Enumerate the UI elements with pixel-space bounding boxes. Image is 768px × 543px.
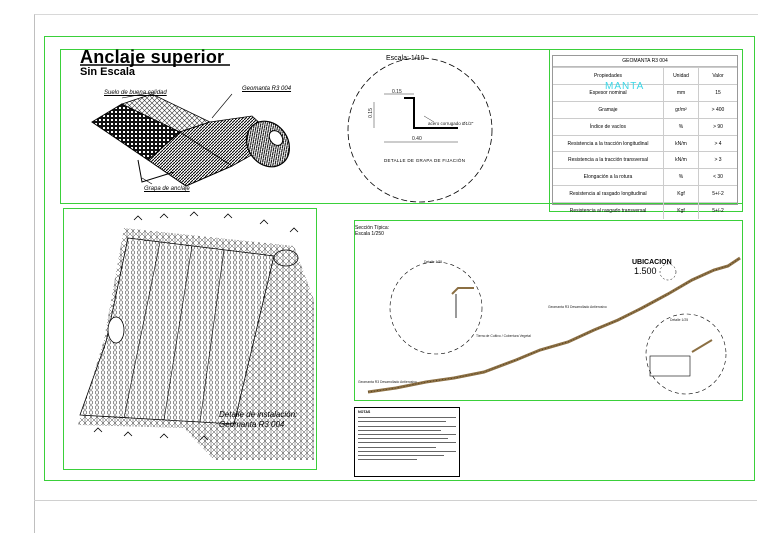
spec-cell: mm [663,83,699,102]
spec-cell: > 4 [698,134,737,152]
spec-header-row: Propiedades Unidad Valor [553,67,737,85]
title-underline [80,64,230,66]
spec-cell: 15 [698,83,737,102]
section-detail-left: Detalle 1/25 [424,260,443,264]
staple-label: Grapa de anclaje [144,186,190,192]
staple-bar-note: acero corrugado Ø1/2" [428,121,474,126]
spec-cell: % [663,117,699,136]
notes-line [358,454,445,456]
section-location-label: UBICACION [632,259,672,266]
spec-cell: > 90 [698,117,737,136]
notes-line [358,446,437,448]
notes-line [358,429,442,431]
section-profile [367,256,741,395]
notes-line [358,417,456,419]
spec-watermark: MANTA [605,81,645,92]
spec-header-cell: Valor [698,67,737,85]
notes-line [358,425,456,427]
spec-cell: kN/m [663,134,699,152]
spec-cell: > 400 [698,100,737,119]
spec-cell: Resistencia al rasgado longitudinal [553,185,664,203]
section-label-b: Tierra de Cultivo / Cobertura Vegetal [476,334,531,338]
spec-cell: 5+/-2 [698,185,737,203]
installation-caption-line1: Detalle de instalación: [219,410,298,419]
section-location-value: 1.500 [634,266,657,276]
spec-cell: Elongación a la rotura [553,168,664,186]
staple-detail-circle [347,57,493,203]
installation-frame [63,208,317,470]
spec-cell: Kgf [663,185,699,203]
section-label-c: Geomanta R3 Desarrollado Antierosivo [548,305,607,309]
table-row: Índice de vacíos%> 90 [553,117,737,136]
spec-cell: Espesor nominal [553,83,664,102]
spec-cell: Kgf [663,202,699,220]
soil-label: Suelo de buena calidad [104,90,167,96]
page-subtitle: Sin Escala [80,66,136,78]
section-detail-right: Detalle 1/25 [670,318,689,322]
spec-table-title: GEOMANTA R3 004 [553,56,737,67]
spec-cell: Resistencia al rasgado transversal [553,202,664,220]
notes-line [358,438,449,440]
notes-line [358,450,456,452]
page-title: Anclaje superior [80,47,225,67]
spec-header-cell: Unidad [663,67,699,85]
spec-cell: Resistencia a la tracción transversal [553,151,664,169]
spec-cell: 5+/-2 [698,202,737,220]
notes-title: NOTAS [358,410,371,414]
sheet-bottom-line [34,500,757,501]
installation-caption-line2: Geomanta R3 004 [219,420,285,429]
spec-cell: % [663,168,699,186]
notes-line [358,442,456,444]
section-label-a: Geomanta R3 Desarrollado Antierosivo [358,380,417,384]
drawing-sheet [34,14,758,533]
installation-caption: Detalle de instalación: Geomanta R3 004 [219,410,297,430]
notes-line [358,421,447,423]
notes-line [358,459,417,461]
spec-cell: kN/m [663,151,699,169]
outer-frame [44,36,755,481]
spec-cell: Gramaje [553,100,664,119]
spec-cell: > 3 [698,151,737,169]
staple-dim-side: 0.15 [367,108,374,118]
anchor-illustration [91,91,290,187]
spec-table: GEOMANTA R3 004 Propiedades Unidad Valor… [552,55,738,220]
staple-dim-top: 0.15 [392,89,402,95]
notes-box: NOTAS [354,407,460,477]
geomanta-label: Geomanta R3 004 [242,86,292,92]
installation-illustration [78,211,314,460]
section-title: Sección Típica: Escala 1/250 [355,225,389,237]
staple-caption: DETALLE DE GRAPA DE FIJACIÓN [384,158,466,163]
spec-cell: Resistencia a la tracción longitudinal [553,134,664,152]
staple-dim-bottom: 0.40 [412,136,422,142]
spec-cell: gr/m² [663,100,699,119]
notes-line [358,433,456,435]
spec-cell: < 30 [698,168,737,186]
staple-scale: Escala: 1/10 [386,55,425,62]
spec-cell: Índice de vacíos [553,117,664,136]
spec-header-cell: Propiedades [553,67,664,85]
section-title-line1: Sección Típica: [355,225,390,231]
section-frame [354,220,743,401]
table-row: Elongación a la rotura%< 30 [553,168,737,186]
section-title-line2: Escala 1/250 [355,231,384,237]
